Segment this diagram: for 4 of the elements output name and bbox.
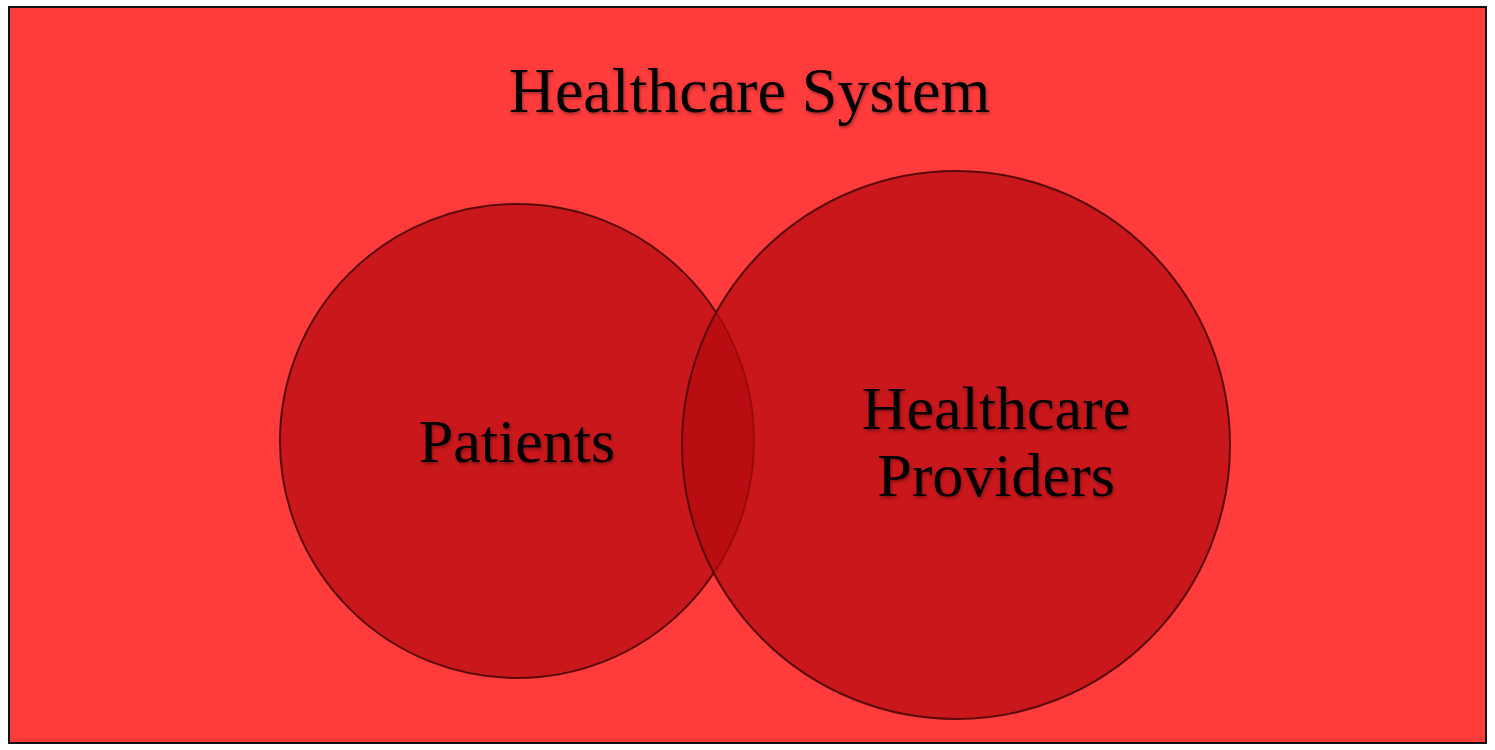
group-label: Healthcare System	[507, 56, 992, 126]
set-label: Healthcare Providers	[860, 375, 1132, 509]
set-label: Patients	[417, 408, 617, 475]
diagram-panel	[8, 6, 1487, 744]
